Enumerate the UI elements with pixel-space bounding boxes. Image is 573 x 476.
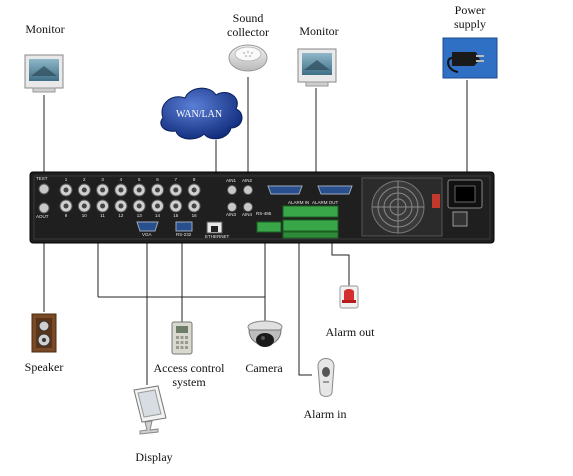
alarm-out-label: Alarm out xyxy=(325,325,375,339)
bnc-label-4: 4 xyxy=(120,177,123,182)
sound-collector-label: Sound collector xyxy=(227,11,269,39)
voltage-selector xyxy=(432,194,440,208)
ain3-label: AIN3 xyxy=(226,212,237,217)
bnc-label-12: 12 xyxy=(118,213,124,218)
speaker-icon xyxy=(31,313,57,353)
bnc-label-16: 16 xyxy=(192,213,198,218)
rs232-port xyxy=(175,221,193,232)
display-lcd-icon xyxy=(133,385,167,435)
d-sub-connectors xyxy=(267,185,353,195)
bnc-pin-13 xyxy=(136,203,142,209)
access-control-icon xyxy=(171,321,193,355)
alarm-in-sensor-icon xyxy=(317,358,335,397)
alarm-in-label: Alarm in xyxy=(303,407,347,421)
bnc-pin-15 xyxy=(173,203,179,209)
vga-label: VGA xyxy=(142,232,152,237)
bnc-label-14: 14 xyxy=(155,213,161,218)
sound-collector-icon xyxy=(228,44,268,72)
bnc-pin-9 xyxy=(63,203,69,209)
fan-grille xyxy=(361,177,443,237)
alarm-in-panel-label: ALARM IN xyxy=(288,200,309,205)
rs232-label: RS-232 xyxy=(176,232,192,237)
audio-jacks xyxy=(38,183,253,214)
bnc-pin-1 xyxy=(63,187,69,193)
bnc-label-15: 15 xyxy=(173,213,179,218)
vga-port xyxy=(136,221,159,232)
bnc-label-8: 8 xyxy=(193,177,196,182)
dome-camera-icon xyxy=(247,320,283,347)
ain4-label: AIN4 xyxy=(242,212,253,217)
wan-lan-label: WAN/LAN xyxy=(176,109,222,120)
speaker-label: Speaker xyxy=(24,360,64,374)
bnc-label-6: 6 xyxy=(156,177,159,182)
alarm-out-panel-label: ALARM OUT xyxy=(312,200,339,205)
power-supply-label: Power supply xyxy=(453,3,486,31)
bnc-pin-3 xyxy=(100,187,106,193)
bnc-pin-14 xyxy=(155,203,160,209)
bnc-pin-5 xyxy=(136,187,142,193)
rs485-label: RS-485 xyxy=(256,211,272,216)
alarm-out-siren-icon xyxy=(339,285,359,309)
ethernet-port xyxy=(206,221,223,234)
bnc-pin-8 xyxy=(191,187,197,193)
monitor-right-label: Monitor xyxy=(299,24,339,38)
bnc-label-9: 9 xyxy=(65,213,68,218)
bnc-pin-2 xyxy=(81,187,87,193)
ain2-label: AIN2 xyxy=(242,178,253,183)
bnc-label-1: 1 xyxy=(65,177,68,182)
bus-junctions xyxy=(146,294,183,300)
bnc-label-13: 13 xyxy=(137,213,143,218)
monitor-right-icon xyxy=(297,48,337,87)
ain1-label: AIN1 xyxy=(226,178,237,183)
ethernet-label: ETHERNET xyxy=(205,234,230,239)
bnc-pin-11 xyxy=(100,203,106,209)
terminal-blocks xyxy=(256,205,339,239)
bnc-pin-10 xyxy=(81,203,87,209)
monitor-left-icon xyxy=(24,54,64,93)
bnc-pin-16 xyxy=(191,203,197,209)
bnc-pin-12 xyxy=(118,203,124,209)
bnc-pin-4 xyxy=(118,187,124,193)
power-plug-icon xyxy=(442,37,498,79)
video-in-connectors xyxy=(59,183,201,213)
line-alarm-out xyxy=(331,236,350,286)
display-label: Display xyxy=(135,450,173,464)
bnc-label-11: 11 xyxy=(100,213,105,218)
bnc-label-3: 3 xyxy=(101,177,104,182)
access-control-label: Access control system xyxy=(153,361,225,389)
power-socket xyxy=(447,179,483,227)
bnc-label-7: 7 xyxy=(175,177,178,182)
camera-label: Camera xyxy=(245,361,283,375)
test-label: TEST xyxy=(36,176,48,181)
panel-text: TEST AOUT AIN1 AIN2 AIN3 AIN4 VGA RS-232… xyxy=(36,176,339,239)
bnc-label-2: 2 xyxy=(83,177,86,182)
wan-lan-cloud-icon xyxy=(160,87,243,140)
monitor-left-label: Monitor xyxy=(25,22,65,36)
line-alarm-in xyxy=(298,236,312,376)
bnc-pin-7 xyxy=(173,187,179,193)
bnc-label-5: 5 xyxy=(138,177,141,182)
bnc-label-10: 10 xyxy=(82,213,88,218)
bnc-pin-6 xyxy=(155,187,160,193)
aout-label: AOUT xyxy=(36,214,49,219)
